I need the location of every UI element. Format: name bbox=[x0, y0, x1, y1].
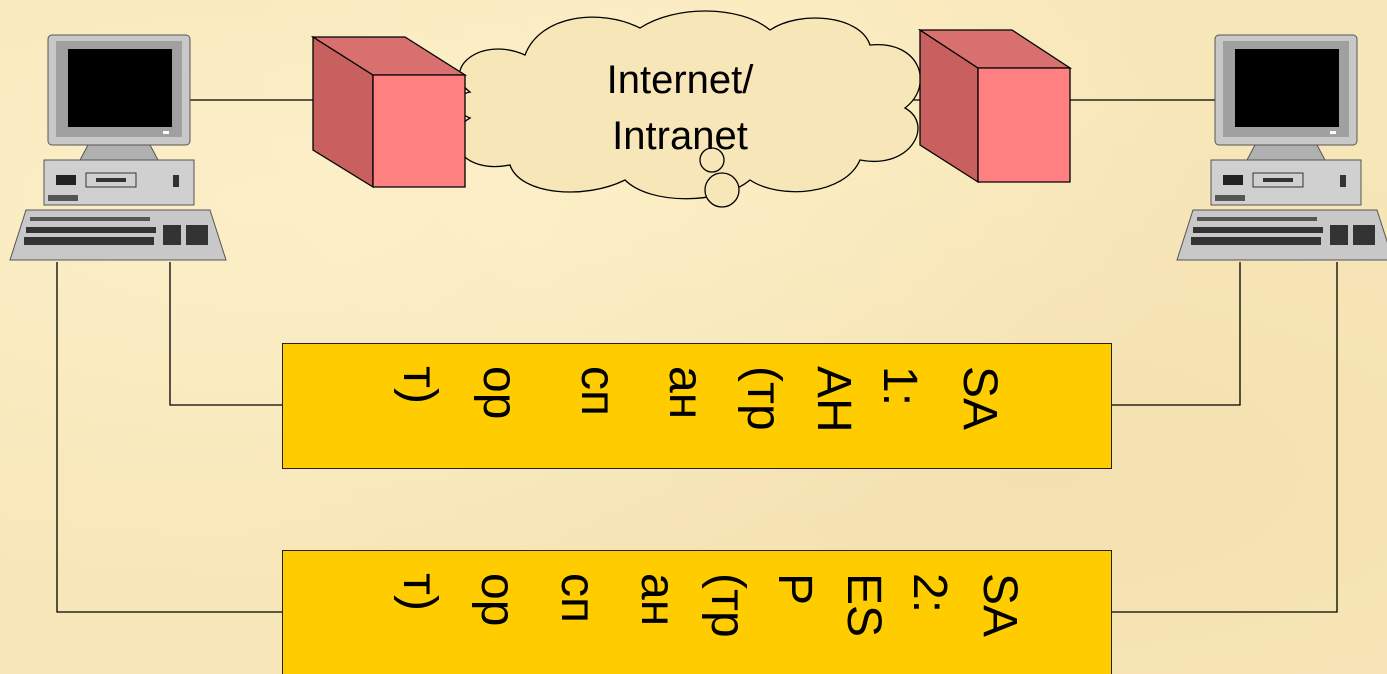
sa-paths bbox=[56, 262, 1338, 613]
internet-cloud bbox=[455, 10, 922, 208]
sa2-token: (тр bbox=[701, 573, 754, 638]
sa1-token: (тр bbox=[737, 366, 790, 431]
sa1-token: 1: bbox=[873, 366, 926, 407]
right-computer-icon bbox=[1176, 34, 1387, 261]
sa1-token: ан bbox=[659, 366, 712, 420]
sa2-token: ES bbox=[837, 573, 890, 638]
network-label-line2: Intranet bbox=[612, 114, 748, 158]
sa1-token: сп bbox=[571, 366, 624, 416]
sa1-token: AH bbox=[807, 366, 860, 433]
sa2-token: ан bbox=[631, 573, 684, 627]
left-computer-icon bbox=[9, 34, 227, 261]
sa2-token: ор bbox=[471, 573, 524, 627]
sa2-token: 2: bbox=[903, 573, 956, 614]
sa1-token: SA bbox=[953, 366, 1006, 431]
sa2-token: SA bbox=[973, 573, 1026, 638]
sa2-box: SA 2: ES P (тр ан сп ор т) bbox=[282, 550, 1112, 674]
sa1-token: т) bbox=[393, 366, 446, 404]
sa2-token: сп bbox=[551, 573, 604, 623]
sa1-box: SA 1: AH (тр ан сп ор т) bbox=[282, 343, 1112, 469]
left-gateway-icon bbox=[310, 35, 468, 189]
sa2-token: т) bbox=[393, 573, 446, 611]
right-gateway-icon bbox=[917, 28, 1073, 184]
sa1-token: ор bbox=[473, 366, 526, 420]
network-label-line1: Internet/ bbox=[606, 58, 754, 102]
sa2-token: P bbox=[768, 573, 821, 606]
